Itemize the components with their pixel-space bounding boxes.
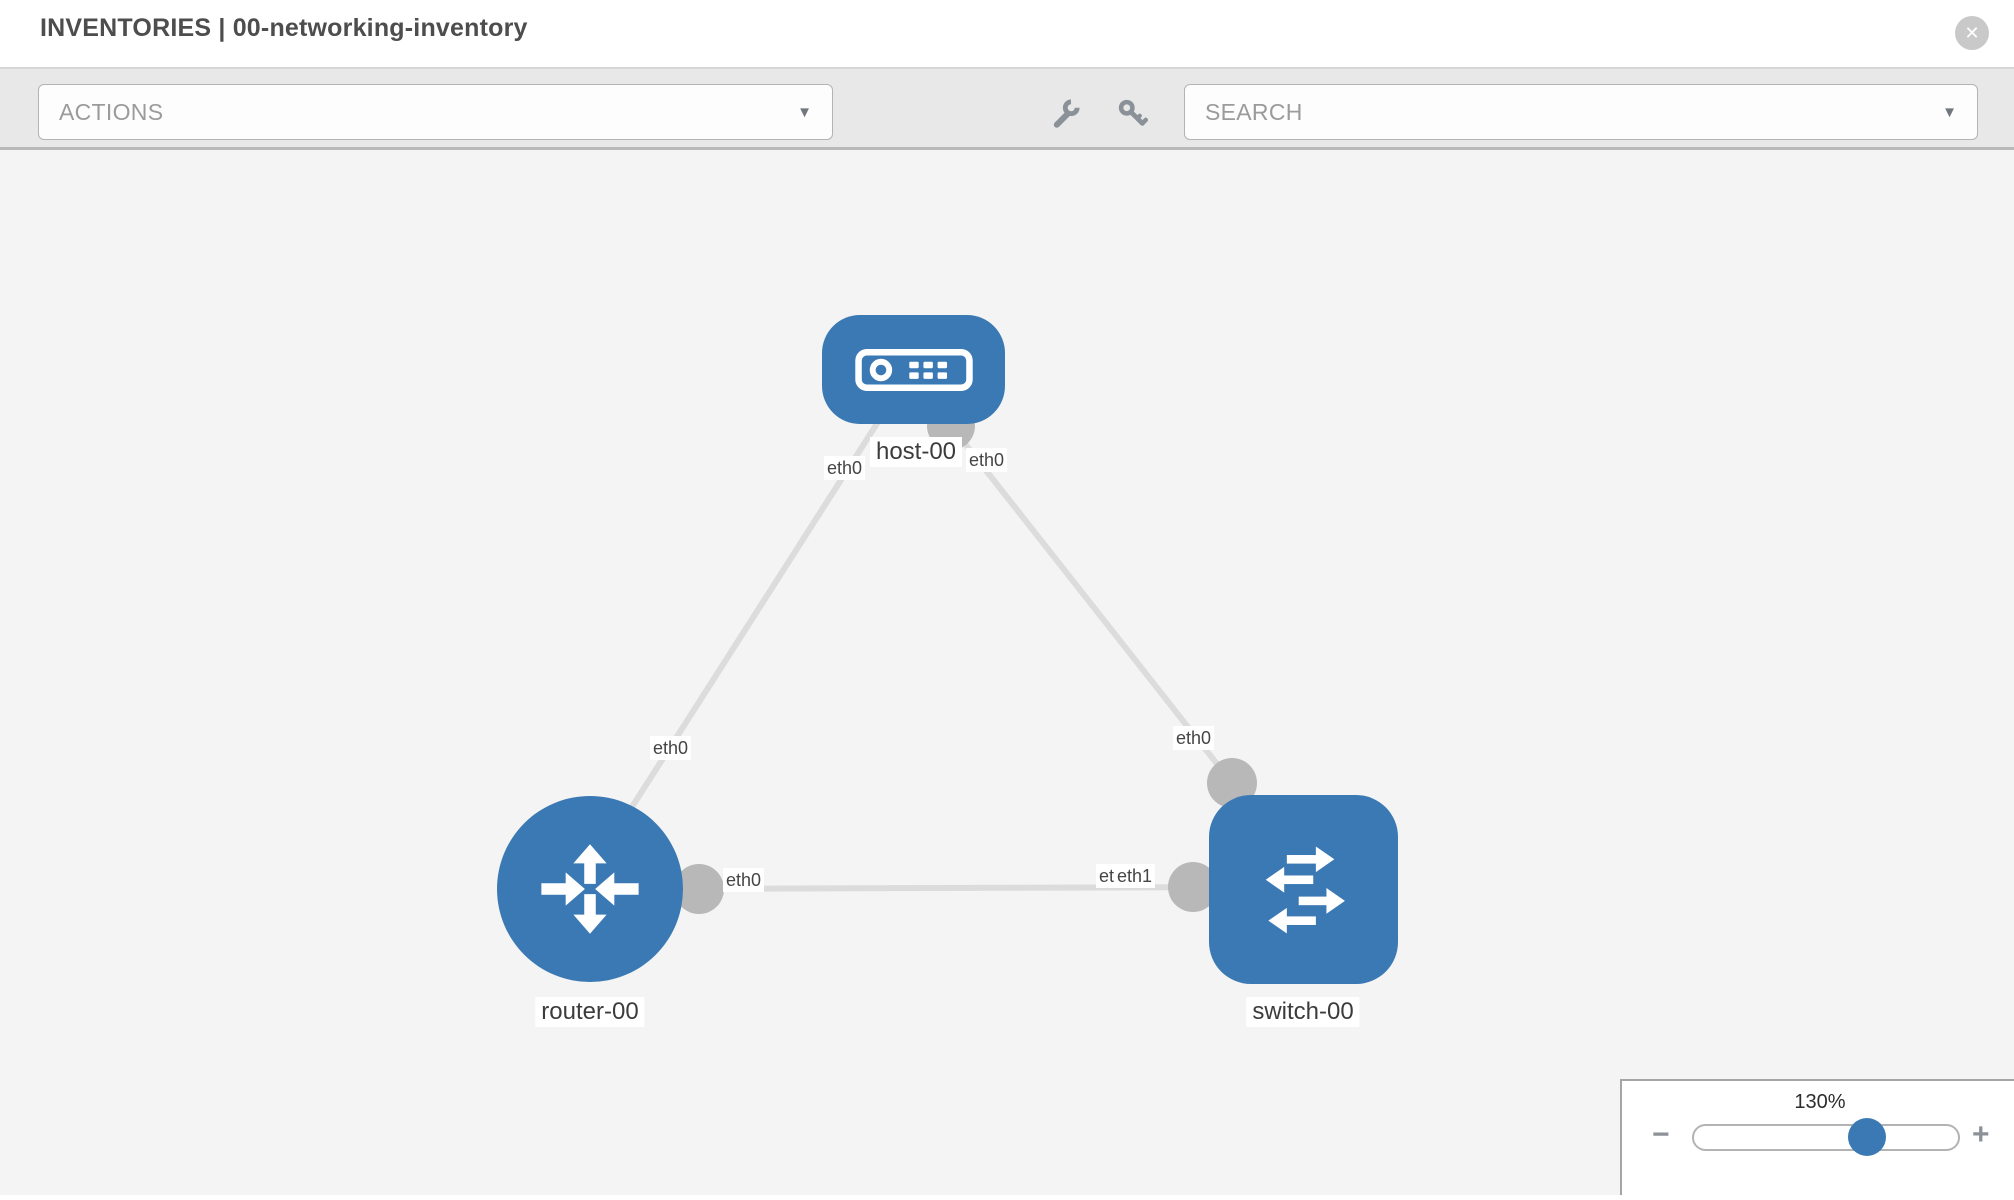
iface-label-middle-right-eth1: eth1	[1114, 864, 1156, 888]
iface-label-switch-top: eth0	[1173, 726, 1215, 750]
host-icon	[854, 348, 973, 391]
zoom-level: 130%	[1794, 1091, 1846, 1113]
chevron-down-icon: ▼	[797, 103, 812, 121]
search-dropdown-label: SEARCH	[1205, 98, 1303, 125]
close-button[interactable]: ✕	[1955, 16, 1989, 50]
wrench-icon[interactable]	[1046, 95, 1084, 133]
node-host-00[interactable]	[822, 315, 1005, 424]
node-label-router: router-00	[535, 997, 645, 1027]
zoom-control-panel: 130% − +	[1620, 1079, 2014, 1195]
iface-label-host-right: eth0	[966, 448, 1008, 472]
router-icon	[541, 844, 639, 934]
link-router-host[interactable]	[597, 420, 881, 859]
node-router-00[interactable]	[497, 796, 683, 982]
key-icon[interactable]	[1114, 95, 1152, 133]
iface-label-router-top: eth0	[650, 736, 692, 760]
actions-dropdown[interactable]: ACTIONS ▼	[38, 84, 833, 140]
node-switch-00[interactable]	[1209, 795, 1398, 984]
zoom-out-button[interactable]: −	[1652, 1118, 1670, 1151]
chevron-down-icon: ▼	[1942, 103, 1957, 121]
zoom-in-button[interactable]: +	[1972, 1118, 1990, 1151]
links-layer	[597, 402, 1257, 914]
node-label-host: host-00	[869, 437, 963, 467]
topology-canvas[interactable]: host-00 router-00 switch-00 eth0 eth0 et…	[0, 150, 2014, 1195]
header: INVENTORIES | 00-networking-inventory ✕	[0, 0, 2014, 69]
toolbar: ACTIONS ▼ SEARCH ▼	[0, 69, 2014, 150]
interface-dot-switch-left[interactable]	[1168, 862, 1218, 912]
zoom-slider[interactable]	[1692, 1118, 1960, 1156]
page-title: INVENTORIES | 00-networking-inventory	[40, 14, 528, 42]
zoom-slider-thumb[interactable]	[1848, 1118, 1886, 1156]
iface-label-middle-left: eth0	[723, 868, 765, 892]
switch-icon	[1265, 845, 1345, 934]
iface-label-host-left: eth0	[824, 456, 866, 480]
interface-dot-router[interactable]	[674, 864, 724, 914]
actions-dropdown-label: ACTIONS	[59, 98, 164, 125]
search-dropdown[interactable]: SEARCH ▼	[1184, 84, 1978, 140]
node-label-switch: switch-00	[1246, 997, 1360, 1027]
link-host-switch[interactable]	[948, 424, 1235, 785]
close-icon: ✕	[1964, 22, 1980, 43]
